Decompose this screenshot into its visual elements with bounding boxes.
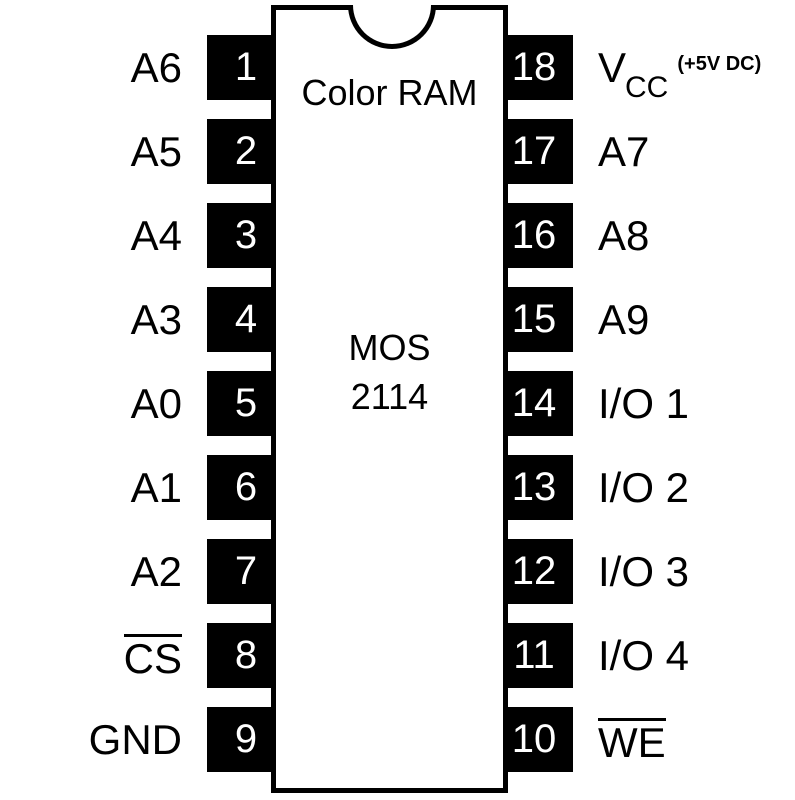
pin-pad-18: 18 xyxy=(507,35,573,100)
pin-label-17: A7 xyxy=(598,119,649,184)
pin-number: 14 xyxy=(511,381,557,425)
pin-signal-text: A9 xyxy=(598,296,650,343)
pin-signal-text: CS xyxy=(123,632,182,682)
pin-number: 17 xyxy=(511,129,557,173)
pin-label-16: A8 xyxy=(598,203,649,268)
pin-number: 15 xyxy=(511,297,557,341)
pin-signal-text: A4 xyxy=(130,212,182,259)
overline-bar: CS xyxy=(123,634,182,682)
chip-body-top-edge-right xyxy=(435,5,508,10)
overline-bar: WE xyxy=(598,718,666,766)
pin-signal-text: A7 xyxy=(598,128,650,175)
pin-label-2: A5 xyxy=(131,119,182,184)
pin-signal-text: A1 xyxy=(130,464,182,511)
pin-number: 7 xyxy=(234,549,258,593)
pin-signal-text: A3 xyxy=(130,296,182,343)
pin-label-13: I/O 2 xyxy=(598,455,689,520)
pin-number: 13 xyxy=(511,465,557,509)
pin-number: 16 xyxy=(511,213,557,257)
pin-pad-2: 2 xyxy=(207,119,273,184)
chip-title: Color RAM xyxy=(301,72,478,113)
pin-pad-15: 15 xyxy=(507,287,573,352)
pin-pad-17: 17 xyxy=(507,119,573,184)
pin-number: 2 xyxy=(234,129,258,173)
chip-body-top-edge-left xyxy=(271,5,351,10)
pin-signal-note: (+5V DC) xyxy=(677,53,762,75)
pin-label-18: VCC (+5V DC) xyxy=(598,35,761,104)
pin-label-7: A2 xyxy=(131,539,182,604)
pin-number: 10 xyxy=(511,717,557,761)
pin-signal-text: GND xyxy=(88,716,182,763)
pin-number: 6 xyxy=(234,465,258,509)
pin-pad-12: 12 xyxy=(507,539,573,604)
pin-signal-text: I/O 1 xyxy=(598,380,690,427)
pin-label-11: I/O 4 xyxy=(598,623,689,688)
pin-number: 8 xyxy=(234,633,258,677)
pin-label-8: CS xyxy=(123,623,182,688)
pin-number: 5 xyxy=(234,381,258,425)
pin-pad-1: 1 xyxy=(207,35,273,100)
pin-label-12: I/O 3 xyxy=(598,539,689,604)
pin-label-5: A0 xyxy=(131,371,182,436)
pin-label-6: A1 xyxy=(131,455,182,520)
pin-number: 18 xyxy=(511,45,557,89)
pin-signal-text: I/O 4 xyxy=(598,632,690,679)
pin-pad-14: 14 xyxy=(507,371,573,436)
pin-pad-6: 6 xyxy=(207,455,273,520)
pin-label-1: A6 xyxy=(131,35,182,100)
chip-marking-line-1: MOS xyxy=(348,327,431,368)
pin-number: 9 xyxy=(234,717,258,761)
pin-label-9: GND xyxy=(89,707,182,772)
pin-pad-10: 10 xyxy=(507,707,573,772)
pin-pad-9: 9 xyxy=(207,707,273,772)
pin-signal-subscript: CC xyxy=(625,71,669,105)
pin-signal-text: A8 xyxy=(598,212,650,259)
pin-number: 11 xyxy=(513,633,555,677)
pin-signal-text: V xyxy=(598,44,627,91)
pin-label-14: I/O 1 xyxy=(598,371,689,436)
pin-label-4: A3 xyxy=(131,287,182,352)
pin-label-3: A4 xyxy=(131,203,182,268)
pin-pad-3: 3 xyxy=(207,203,273,268)
pin-label-10: WE xyxy=(598,707,666,772)
pin-signal-text: WE xyxy=(598,716,666,766)
pin-pad-5: 5 xyxy=(207,371,273,436)
pin-pad-4: 4 xyxy=(207,287,273,352)
pin-signal-text: I/O 3 xyxy=(598,548,690,595)
pin-pad-8: 8 xyxy=(207,623,273,688)
pin-number: 12 xyxy=(511,549,557,593)
pin-signal-text: I/O 2 xyxy=(598,464,690,511)
pin-pad-13: 13 xyxy=(507,455,573,520)
pin-pad-7: 7 xyxy=(207,539,273,604)
pin-pad-16: 16 xyxy=(507,203,573,268)
pin-number: 4 xyxy=(234,297,258,341)
pin-label-15: A9 xyxy=(598,287,649,352)
pin-signal-text: A5 xyxy=(130,128,182,175)
pin-pad-11: 11 xyxy=(507,623,573,688)
pin-number: 1 xyxy=(234,45,258,89)
pin-signal-text: A6 xyxy=(130,44,182,91)
chip-marking-line-2: 2114 xyxy=(350,376,429,417)
pin-signal-text: A2 xyxy=(130,548,182,595)
pin-number: 3 xyxy=(234,213,258,257)
pin-signal-text: A0 xyxy=(130,380,182,427)
chip-body xyxy=(271,5,508,793)
